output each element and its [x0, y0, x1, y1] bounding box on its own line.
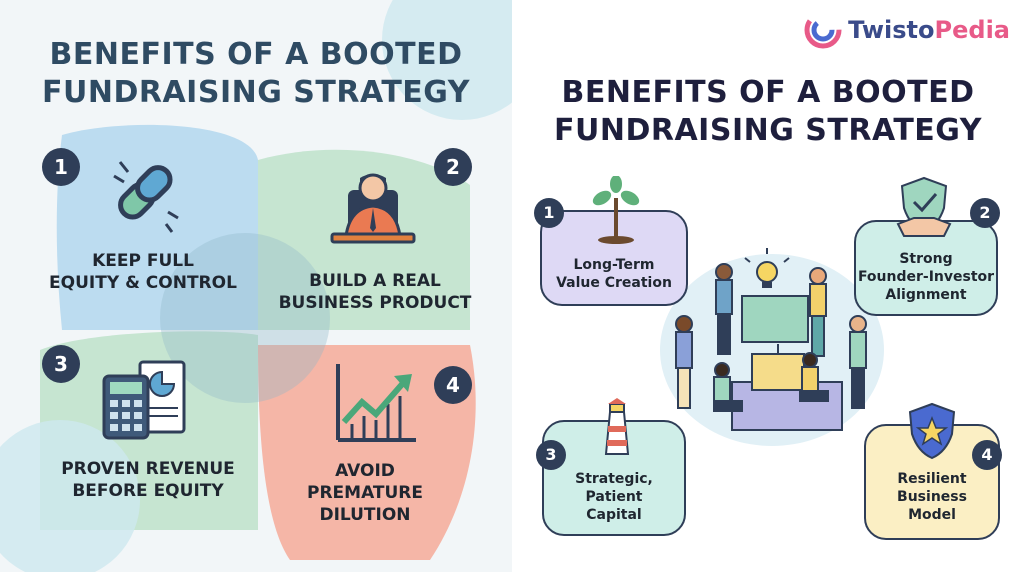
swirl-logo-icon [804, 11, 842, 49]
logo-text-part1: Twisto [848, 16, 935, 44]
left-number-badge-4: 4 [434, 366, 472, 404]
label-line: Strong [899, 251, 953, 267]
logo-text-part2: Pedia [934, 16, 1010, 44]
label-line: Patient [585, 489, 643, 505]
label-line: Value Creation [556, 275, 672, 291]
label-line: Business [897, 489, 967, 505]
left-number-badge-3: 3 [42, 345, 80, 383]
label-line: Resilient [897, 471, 967, 487]
label-line: Long-Term [573, 257, 655, 273]
label-line: BEFORE EQUITY [72, 481, 224, 501]
person-at-desk-icon [330, 173, 416, 244]
label-line: Alignment [885, 287, 967, 303]
calculator-report-icon [102, 360, 186, 440]
team-building-blocks-icon [660, 248, 884, 446]
label-line: Model [908, 507, 956, 523]
lighthouse-icon [604, 398, 630, 455]
right-number-badge-2: 2 [970, 198, 1000, 228]
left-infographic-panel: BENEFITS OF A BOOTED FUNDRAISING STRATEG… [0, 0, 512, 572]
left-title: BENEFITS OF A BOOTED FUNDRAISING STRATEG… [0, 36, 512, 112]
left-number-badge-1: 1 [42, 148, 80, 186]
left-title-line-2: FUNDRAISING STRATEGY [42, 75, 470, 110]
right-number-badge-3: 3 [536, 440, 566, 470]
logo-text: TwistoPedia [848, 16, 1010, 44]
label-line: PREMATURE [306, 483, 424, 503]
right-item-label-2: Strong Founder-Investor Alignment [854, 250, 998, 304]
left-title-line-1: BENEFITS OF A BOOTED [49, 37, 463, 72]
handshake-shield-icon [896, 176, 952, 237]
label-line: Founder-Investor [857, 269, 995, 285]
shield-star-icon [908, 402, 956, 460]
brand-logo[interactable]: TwistoPedia [804, 10, 1010, 50]
benefit-card-3 [542, 420, 686, 536]
label-line: EQUITY & CONTROL [49, 273, 237, 293]
label-line: Strategic, [575, 471, 653, 487]
left-item-label-4: AVOID PREMATURE DILUTION [290, 460, 440, 526]
tree-sapling-icon [592, 176, 640, 244]
right-item-label-1: Long-Term Value Creation [540, 256, 688, 292]
right-title-line-1: BENEFITS OF A BOOTED [561, 75, 975, 110]
label-line: BUSINESS PRODUCT [278, 293, 472, 313]
left-item-label-3: PROVEN REVENUE BEFORE EQUITY [44, 458, 252, 502]
label-line: PROVEN REVENUE [61, 459, 235, 479]
label-line: Capital [586, 507, 642, 523]
label-line: KEEP FULL [92, 251, 194, 271]
right-item-label-4: Resilient Business Model [864, 470, 1000, 524]
chain-link-icon [113, 161, 179, 233]
right-number-badge-4: 4 [972, 440, 1002, 470]
right-infographic-panel: TwistoPedia BENEFITS OF A BOOTED FUNDRAI… [512, 0, 1024, 572]
label-line: BUILD A REAL [309, 271, 441, 291]
right-title: BENEFITS OF A BOOTED FUNDRAISING STRATEG… [512, 74, 1024, 150]
left-item-label-2: BUILD A REAL BUSINESS PRODUCT [270, 270, 480, 314]
growth-chart-icon [336, 364, 416, 442]
left-item-label-1: KEEP FULL EQUITY & CONTROL [40, 250, 246, 294]
right-title-line-2: FUNDRAISING STRATEGY [554, 113, 982, 148]
right-item-label-3: Strategic, Patient Capital [542, 470, 686, 524]
left-number-badge-2: 2 [434, 148, 472, 186]
benefit-card-1 [540, 210, 688, 306]
right-number-badge-1: 1 [534, 198, 564, 228]
label-line: DILUTION [319, 505, 411, 525]
label-line: AVOID [335, 461, 395, 481]
